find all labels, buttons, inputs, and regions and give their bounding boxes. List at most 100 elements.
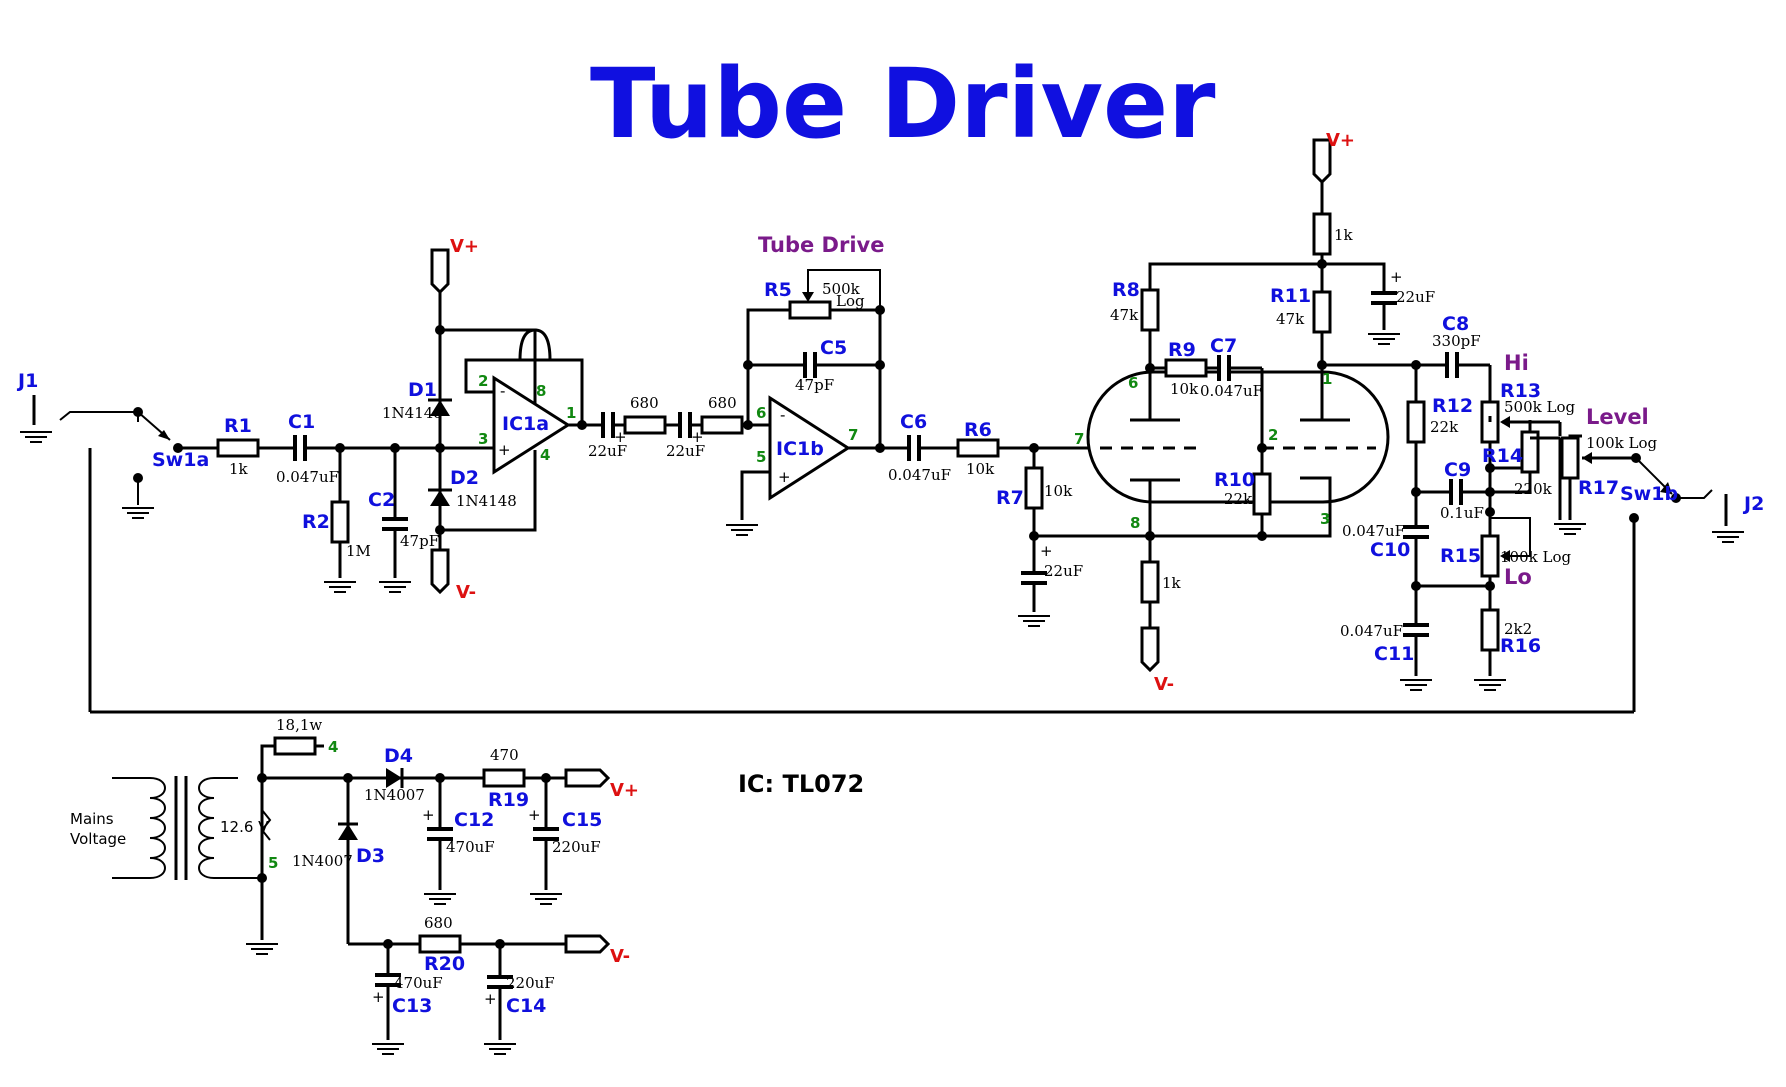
value-r14: 220k xyxy=(1514,480,1553,498)
label-c5: C5 xyxy=(820,337,847,359)
ic1a-minus-symbol: - xyxy=(500,382,505,400)
potentiometer-r15 xyxy=(1480,534,1500,578)
label-ic1a: IC1a xyxy=(502,413,549,435)
transformer-secondary: 12.6 V xyxy=(220,818,269,836)
pin-ic1a-8: 8 xyxy=(536,382,546,400)
resistor-r11 xyxy=(1312,290,1332,334)
control-lo: Lo xyxy=(1504,565,1532,589)
value-c-k: 22uF xyxy=(1044,562,1083,580)
label-sw1b: Sw1b xyxy=(1620,483,1678,505)
label-sw1a: Sw1a xyxy=(152,449,209,471)
resistor-r2 xyxy=(330,500,350,544)
rail-vplus-2: V+ xyxy=(1326,130,1355,151)
value-c9: 0.1uF xyxy=(1440,504,1484,522)
pin-tr-4: 4 xyxy=(328,738,338,756)
resistor-r9 xyxy=(1164,358,1208,378)
ic-note: IC: TL072 xyxy=(738,770,864,798)
value-c7: 0.047uF xyxy=(1200,382,1263,400)
value-c8: 330pF xyxy=(1432,332,1481,350)
potentiometer-r17 xyxy=(1560,436,1580,480)
value-r16: 2k2 xyxy=(1504,620,1532,638)
jack-j2 xyxy=(1711,494,1745,543)
capacitor-c5 xyxy=(802,349,818,381)
potentiometer-r5 xyxy=(788,300,832,320)
diode-d2 xyxy=(430,490,450,506)
capacitor-c-a xyxy=(600,409,616,441)
capacitor-c-top xyxy=(1368,290,1400,306)
resistor-r10 xyxy=(1252,472,1272,516)
label-r17: R17 xyxy=(1578,477,1619,499)
vminus-rail-icon xyxy=(1140,626,1160,673)
vplus-out-icon xyxy=(564,768,611,788)
label-c13: C13 xyxy=(392,995,432,1017)
value-r8: 47k xyxy=(1110,306,1139,324)
switch-sw1b xyxy=(1631,453,1713,503)
control-hi: Hi xyxy=(1504,351,1529,375)
label-r6: R6 xyxy=(964,419,992,441)
cap-k-plus: + xyxy=(1040,542,1053,560)
schematic-title: Tube Driver xyxy=(590,48,1216,160)
value-c10: 0.047uF xyxy=(1342,522,1405,540)
label-r19: R19 xyxy=(488,789,529,811)
ic1b-plus-symbol: + xyxy=(778,468,791,486)
jack-j1 xyxy=(19,395,138,443)
value-d3: 1N4007 xyxy=(292,852,353,870)
label-r14: R14 xyxy=(1482,445,1523,467)
transformer xyxy=(112,776,272,940)
value-r-a: 680 xyxy=(630,394,659,412)
opamp-ic1a xyxy=(440,328,584,532)
transformer-primary-line2: Voltage xyxy=(70,830,126,848)
rail-vminus-1: V- xyxy=(456,582,476,603)
rail-vminus-3: V- xyxy=(610,946,630,967)
resistor-r8 xyxy=(1140,288,1160,332)
value-r2: 1M xyxy=(346,542,371,560)
pin-tr-5: 5 xyxy=(268,854,278,872)
label-c14: C14 xyxy=(506,995,546,1017)
vminus-out-icon xyxy=(564,934,611,954)
label-j2: J2 xyxy=(1742,493,1764,515)
value-c-b: 22uF xyxy=(666,442,705,460)
diode-d1 xyxy=(430,400,450,416)
pin-ic1b-5: 5 xyxy=(756,448,766,466)
pin-ic1b-6: 6 xyxy=(756,404,766,422)
resistor-r20 xyxy=(418,934,462,954)
label-r9: R9 xyxy=(1168,339,1196,361)
label-r1: R1 xyxy=(224,415,252,437)
label-r7: R7 xyxy=(996,487,1024,509)
opamp-ic1b xyxy=(725,395,880,536)
value-r6: 10k xyxy=(966,460,995,478)
cap-c12-plus: + xyxy=(422,806,435,824)
ic1b-minus-symbol: - xyxy=(780,406,785,424)
cap-top-plus: + xyxy=(1390,268,1403,286)
capacitor-c7 xyxy=(1216,352,1232,384)
capacitor-c-b xyxy=(677,409,693,441)
control-tube-drive: Tube Drive xyxy=(758,233,884,257)
value-c11: 0.047uF xyxy=(1340,622,1403,640)
pin-tube-7: 7 xyxy=(1074,430,1084,448)
resistor-r-b xyxy=(700,415,744,435)
value-r19: 470 xyxy=(490,746,519,764)
resistor-r1 xyxy=(216,438,260,458)
resistor-r7 xyxy=(1024,466,1044,510)
diode-d4 xyxy=(386,768,402,788)
value-r18: 18,1w xyxy=(276,716,322,734)
pin-ic1a-4: 4 xyxy=(540,446,550,464)
label-r8: R8 xyxy=(1112,279,1140,301)
value-r-top: 1k xyxy=(1334,226,1354,244)
vplus-rail-icon xyxy=(1312,138,1332,185)
value-r20: 680 xyxy=(424,914,453,932)
resistor-r19 xyxy=(482,768,526,788)
label-r11: R11 xyxy=(1270,285,1311,307)
label-r15: R15 xyxy=(1440,545,1481,567)
cap-c14-plus: + xyxy=(484,990,497,1008)
value-r1: 1k xyxy=(229,460,249,478)
value-c6: 0.047uF xyxy=(888,466,951,484)
value-r11: 47k xyxy=(1276,310,1305,328)
label-r12: R12 xyxy=(1432,395,1473,417)
resistor-r16 xyxy=(1480,608,1500,652)
value-c2: 47pF xyxy=(400,532,439,550)
switch-sw1a xyxy=(121,407,183,519)
cap-c13-plus: + xyxy=(372,988,385,1006)
label-c7: C7 xyxy=(1210,335,1237,357)
resistor-r-cathode xyxy=(1140,560,1160,604)
